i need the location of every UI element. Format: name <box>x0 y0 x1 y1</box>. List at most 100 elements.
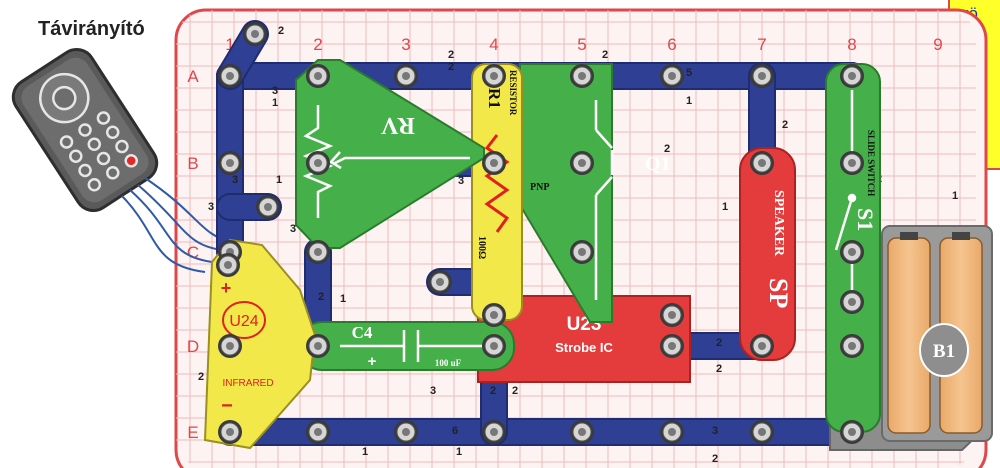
column-label: 3 <box>401 35 410 54</box>
snap-contact <box>226 428 234 436</box>
snap-contact <box>660 420 684 444</box>
snap-contact <box>848 428 856 436</box>
wire-number: 1 <box>272 97 278 109</box>
snap-contact <box>570 64 594 88</box>
resistor-r1: R1 RESISTOR 100Ω <box>471 63 523 321</box>
u24-label: U24 <box>229 313 258 330</box>
u24-plus-sign: + <box>221 278 232 298</box>
snap-contact <box>482 303 506 327</box>
wire-number: 1 <box>952 190 958 202</box>
snap-contact <box>482 420 506 444</box>
wire-number: 2 <box>448 49 454 61</box>
wire-number: 2 <box>448 61 454 73</box>
q1-label: Q1 <box>645 153 671 175</box>
wire-number: 1 <box>276 174 282 186</box>
snap-contact <box>314 72 322 80</box>
snap-contact <box>226 342 234 350</box>
wire-number: 2 <box>490 385 496 397</box>
snap-contact <box>264 203 272 211</box>
snap-contact <box>482 64 506 88</box>
snap-contact <box>750 64 774 88</box>
column-label: 9 <box>933 35 942 54</box>
wire-number: 1 <box>686 95 692 107</box>
snap-contact <box>840 334 864 358</box>
snap-contact <box>256 195 280 219</box>
snap-contact <box>394 64 418 88</box>
snap-contact <box>750 151 774 175</box>
wire-number: 3 <box>430 385 436 397</box>
wire-number: 1 <box>456 446 462 458</box>
snap-contact <box>216 253 240 277</box>
rv-label: RV <box>380 112 414 138</box>
remote-control-icon <box>11 47 159 213</box>
snap-contact <box>306 151 330 175</box>
snap-contact <box>243 22 267 46</box>
column-label: 6 <box>667 35 676 54</box>
snap-contact <box>428 270 452 294</box>
speaker-sp: SPEAKER SP <box>739 147 796 361</box>
snap-contact <box>314 159 322 167</box>
wire-number: 1 <box>362 446 368 458</box>
snap-contact <box>848 342 856 350</box>
wire-numbers: 23122251133212223211123221222613213 <box>198 25 958 465</box>
snap-contact <box>668 311 676 319</box>
snap-contact <box>490 428 498 436</box>
page-title: Távirányító <box>38 18 145 40</box>
snap-contact <box>218 151 242 175</box>
snap-contact <box>578 428 586 436</box>
snap-contact <box>840 290 864 314</box>
snap-contact <box>306 240 330 264</box>
r1-value: 100Ω <box>476 236 487 259</box>
row-label: E <box>187 423 198 442</box>
snap-contact <box>314 342 322 350</box>
infrared-receiver-u24: U24 INFRARED + − <box>203 238 317 450</box>
snap-contact <box>570 240 594 264</box>
snap-contact <box>840 420 864 444</box>
snap-contacts <box>216 22 864 444</box>
snap-contact <box>402 72 410 80</box>
snap-contact <box>218 334 242 358</box>
wire-number: 2 <box>712 453 718 465</box>
snap-contact <box>482 334 506 358</box>
wire-number: 2 <box>716 337 722 349</box>
snap-contact <box>570 420 594 444</box>
snap-contact <box>750 420 774 444</box>
snap-contact <box>394 420 418 444</box>
column-label: 5 <box>577 35 586 54</box>
snap-contact <box>848 72 856 80</box>
snap-contact <box>218 64 242 88</box>
wire-number: 2 <box>198 371 204 383</box>
wire-number: 2 <box>782 119 788 131</box>
c4-plus-sign: + <box>368 353 377 370</box>
snap-contact <box>306 420 330 444</box>
snap-contact <box>668 428 676 436</box>
capacitor-c4: C4 + 100 uF <box>299 321 515 371</box>
column-label: 7 <box>757 35 766 54</box>
column-label: 1 <box>225 35 234 54</box>
snap-contact <box>668 72 676 80</box>
snap-contact <box>490 72 498 80</box>
snap-contact <box>848 298 856 306</box>
snap-contact <box>490 342 498 350</box>
snap-contact <box>314 248 322 256</box>
column-label: 2 <box>313 35 322 54</box>
snap-contact <box>660 64 684 88</box>
snap-contact <box>758 72 766 80</box>
wire-number: 3 <box>712 425 718 437</box>
u24-minus-sign: − <box>221 395 233 417</box>
wire-number: 2 <box>602 49 608 61</box>
snap-contact <box>660 334 684 358</box>
c4-value: 100 uF <box>435 358 462 368</box>
snap-contact <box>848 248 856 256</box>
sp-name: SPEAKER <box>771 190 786 257</box>
snap-contact <box>840 151 864 175</box>
wire-number: 5 <box>686 67 692 79</box>
snap-contact <box>750 334 774 358</box>
s1-label: S1 <box>853 208 878 231</box>
wire-number: 2 <box>716 363 722 375</box>
potentiometer-rv: RV <box>295 59 485 249</box>
u23-name: Strobe IC <box>555 340 613 355</box>
snap-contact <box>306 64 330 88</box>
